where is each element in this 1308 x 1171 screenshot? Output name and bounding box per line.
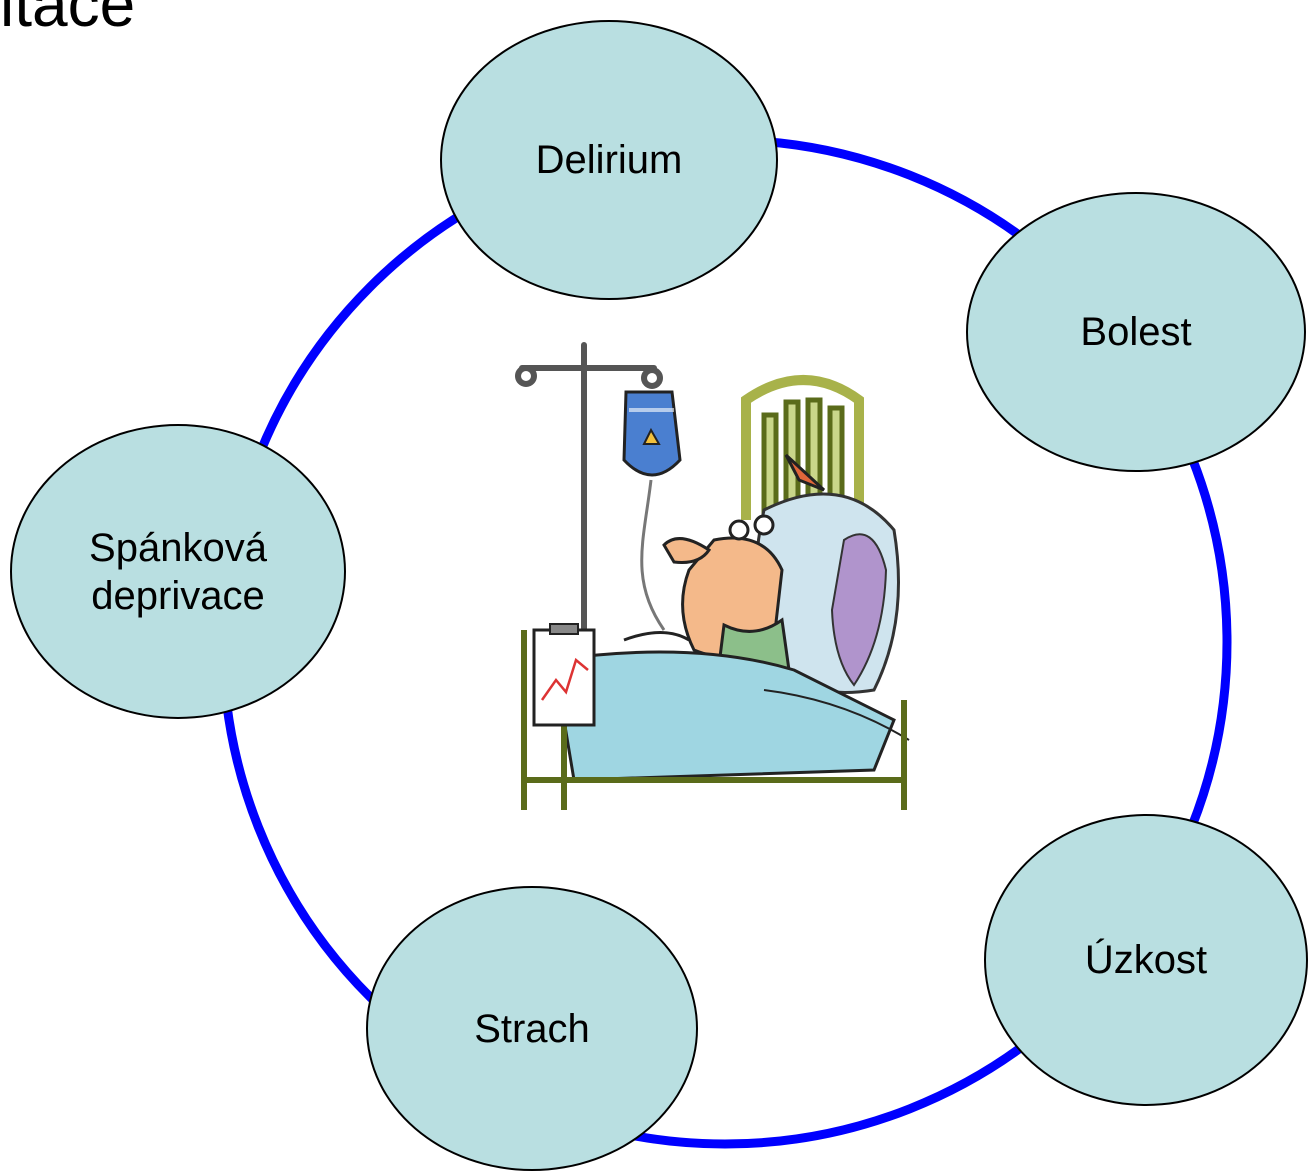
node-label-bolest: Bolest (1080, 310, 1192, 354)
medical-chart-clipboard-icon (532, 623, 596, 727)
node-label-strach: Strach (474, 1006, 590, 1051)
cycle-node-uzkost: Úzkost (984, 814, 1308, 1106)
cycle-node-delirium: Delirium (440, 20, 778, 300)
node-label-spankova-deprivace: Spánková deprivace (89, 525, 267, 618)
cycle-node-strach: Strach (366, 886, 698, 1171)
cycle-node-bolest: Bolest (966, 192, 1306, 472)
blanket-icon (552, 650, 896, 782)
iv-stand-icon (515, 342, 663, 643)
node-label-uzkost: Úzkost (1084, 938, 1208, 982)
slide-title-fragment: itace (0, 0, 136, 40)
iv-bag-icon (622, 390, 682, 631)
cycle-node-spankova-deprivace: Spánková deprivace (10, 424, 346, 719)
sick-patient-in-hospital-bed-icon (515, 342, 910, 810)
patient-figure-icon (623, 453, 826, 678)
node-label-delirium: Delirium (535, 138, 683, 182)
